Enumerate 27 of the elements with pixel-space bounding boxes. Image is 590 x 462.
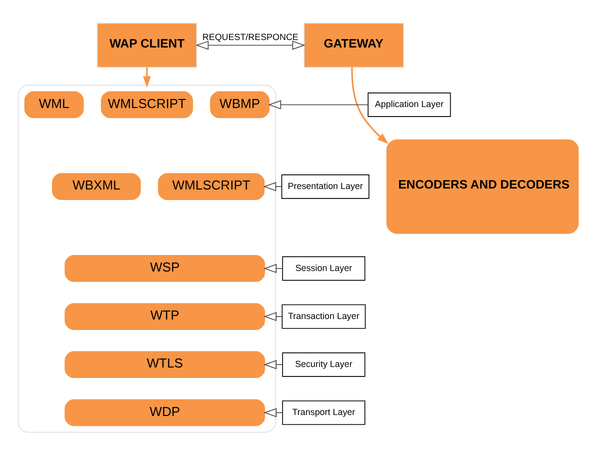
arrow: [196, 40, 306, 50]
node-box: WDP: [64, 399, 266, 426]
node-box: Transport Layer: [282, 400, 366, 425]
node-box: Application Layer: [368, 92, 451, 117]
arrow: [264, 312, 282, 322]
node-box: WAP CLIENT: [96, 22, 198, 68]
node-box: WTP: [64, 303, 266, 330]
node-box: WML: [24, 91, 84, 118]
arrow: [264, 264, 283, 274]
node-box: Presentation Layer: [281, 174, 370, 199]
arrow: [142, 67, 151, 88]
node-box: WMLSCRIPT: [158, 173, 265, 200]
edge-label: REQUEST/RESPONCE: [202, 32, 298, 42]
arrow: [268, 100, 368, 110]
node-box: GATEWAY: [304, 22, 404, 68]
arrow: [263, 182, 282, 192]
node-box: WTLS: [64, 351, 266, 378]
node-box: WBXML: [52, 173, 141, 200]
node-box: WBMP: [210, 91, 270, 118]
node-box: WSP: [64, 255, 266, 282]
node-box: Security Layer: [282, 352, 366, 377]
arrow: [264, 360, 283, 370]
node-box: WMLSCRIPT: [100, 91, 193, 118]
arrow: [351, 67, 389, 144]
node-box: ENCODERS AND DECODERS: [386, 139, 579, 234]
node-box: Transaction Layer: [282, 304, 366, 329]
node-box: Session Layer: [282, 256, 366, 281]
